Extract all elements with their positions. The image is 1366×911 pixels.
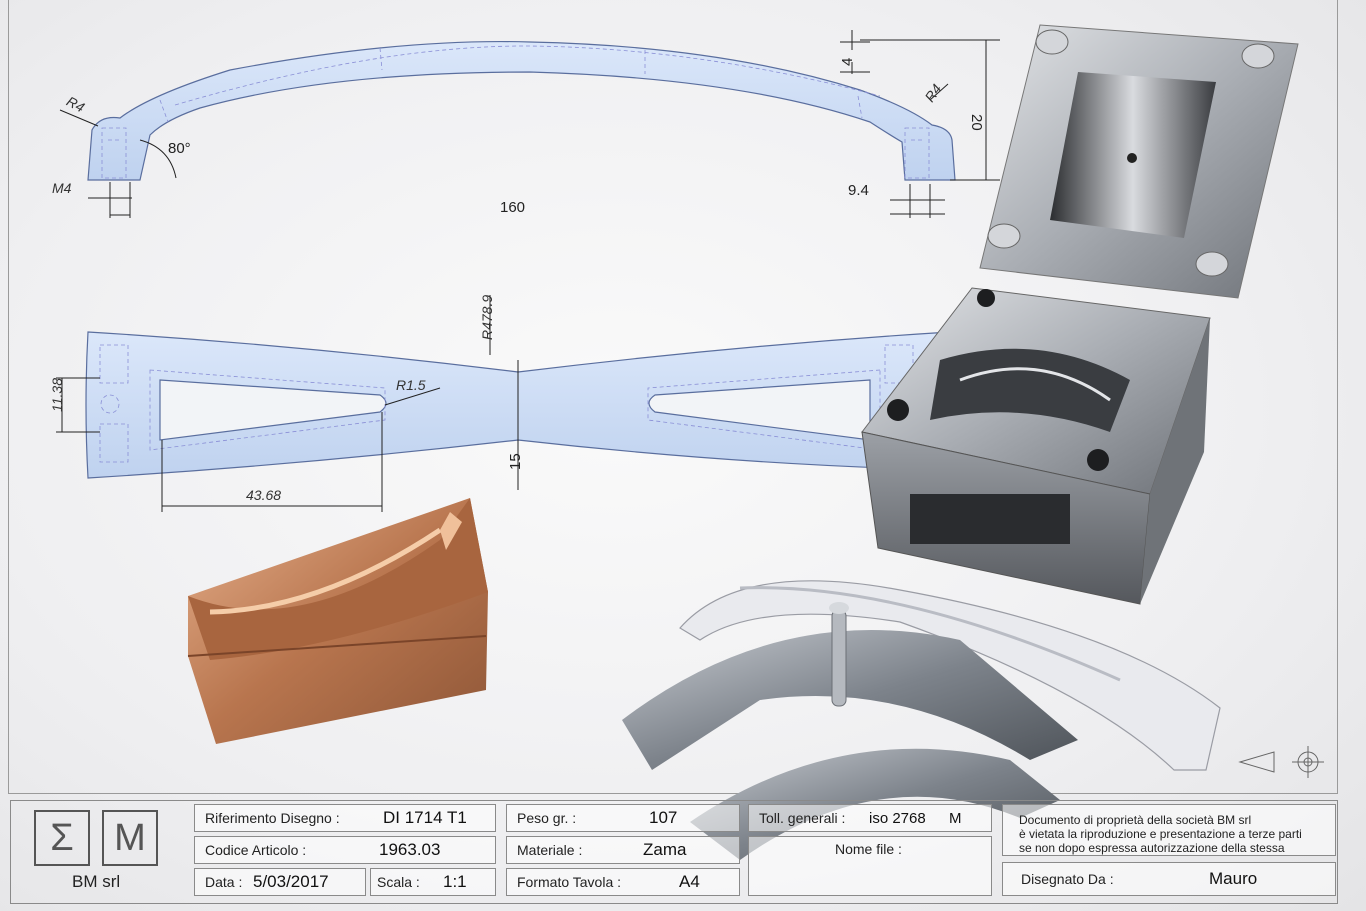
toll-field: Toll. generali : iso 2768 M (748, 804, 992, 832)
dim-length: 160 (500, 199, 525, 216)
peso-value: 107 (649, 808, 678, 827)
materiale-field: Materiale : Zama (506, 836, 740, 864)
peso-label: Peso gr. : (517, 810, 577, 826)
top-view-dimensions: R4 80° M4 4 R4 20 9.4 160 (52, 30, 1000, 218)
dim-height: 20 (968, 114, 985, 131)
disegnato-field: Disegnato Da : Mauro (1002, 862, 1336, 896)
copper-electrode-render (187, 498, 488, 744)
company-logo: Σ M (34, 810, 160, 868)
handle-side-view (87, 40, 956, 181)
scala-field: Scala : 1:1 (370, 868, 496, 896)
codice-articolo-value: 1963.03 (379, 840, 441, 859)
logo-sigma-icon: Σ (34, 810, 90, 866)
toll-label: Toll. generali : (759, 810, 846, 826)
dim-thread: M4 (52, 180, 72, 196)
rif-disegno-label: Riferimento Disegno : (205, 810, 340, 826)
ownership-notice: Documento di proprietà della società BM … (1002, 804, 1336, 856)
dim-arc-radius: R478.9 (479, 295, 495, 340)
dim-width: 11.38 (49, 378, 65, 412)
rif-disegno-value: DI 1714 T1 (383, 808, 467, 827)
notice-line-3: se non dopo espressa autorizzazione dell… (1019, 841, 1285, 855)
formato-value: A4 (679, 872, 700, 891)
dim-slot-length: 43.68 (246, 487, 281, 503)
mold-top-plate-render (979, 24, 1299, 299)
toll-value: iso 2768 (869, 809, 926, 827)
company-name: BM srl (72, 872, 121, 891)
notice-line-2: è vietata la riproduzione e presentazion… (1019, 827, 1302, 841)
plan-view-dimensions: R478.9 15 R1.5 11.38 43.68 (49, 295, 524, 512)
dim-offset: 9.4 (848, 182, 869, 199)
materiale-value: Zama (643, 840, 687, 859)
dim-radius-right: R4 (921, 81, 944, 105)
rif-disegno-field: Riferimento Disegno : DI 1714 T1 (194, 804, 496, 832)
codice-articolo-field: Codice Articolo : 1963.03 (194, 836, 496, 864)
toll-class: M (949, 809, 962, 827)
dim-waist: 15 (507, 453, 524, 470)
formato-label: Formato Tavola : (517, 874, 622, 890)
data-label: Data : (205, 874, 243, 890)
codice-articolo-label: Codice Articolo : (205, 842, 307, 858)
dim-slot-radius: R1.5 (396, 377, 426, 393)
drawing-frame (8, 0, 1338, 794)
peso-field: Peso gr. : 107 (506, 804, 740, 832)
data-value: 5/03/2017 (253, 872, 329, 891)
disegnato-label: Disegnato Da : (1021, 871, 1114, 887)
formato-field: Formato Tavola : A4 (506, 868, 740, 896)
scala-value: 1:1 (443, 872, 467, 891)
title-block (10, 800, 1338, 904)
mold-base-render (861, 287, 1211, 605)
dim-thickness: 4 (839, 58, 856, 66)
projection-symbol-icon (1238, 746, 1324, 778)
zinc-casting-render (622, 602, 1078, 860)
notice-line-1: Documento di proprietà della società BM … (1019, 813, 1252, 827)
disegnato-value: Mauro (1209, 869, 1258, 888)
dim-angle: 80° (168, 140, 191, 157)
scala-label: Scala : (377, 874, 420, 890)
logo-m-icon: M (102, 810, 158, 866)
dim-radius-left: R4 (64, 93, 88, 116)
data-field: Data : 5/03/2017 (194, 868, 366, 896)
nome-file-label: Nome file : (835, 841, 902, 857)
materiale-label: Materiale : (517, 842, 583, 858)
nome-file-field: Nome file : (748, 836, 992, 896)
